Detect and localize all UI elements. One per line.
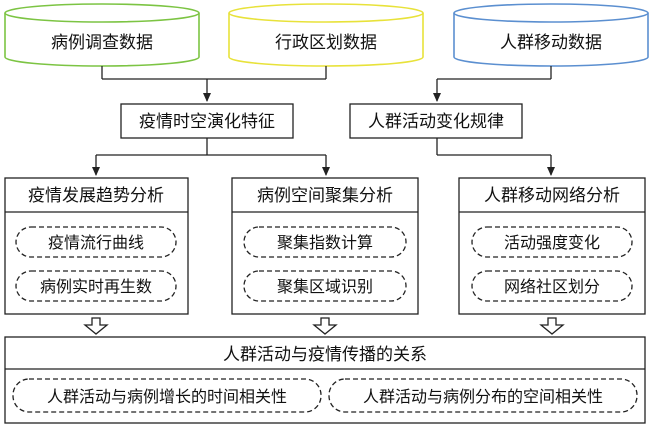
intermediate-connectors <box>92 138 555 176</box>
cluster-region-label: 聚集区域识别 <box>277 277 373 296</box>
mobility-cylinder-top <box>453 3 649 23</box>
cluster-analysis-panel: 病例空间聚集分析 聚集指数计算 聚集区域识别 <box>231 177 419 315</box>
spatial-correlation-label: 人群活动与病例分布的空间相关性 <box>363 387 603 406</box>
trend-item-pill <box>15 270 177 302</box>
hollow-arrow-trend <box>83 317 109 335</box>
case-cylinder-top <box>4 3 200 23</box>
case-data-source: 病例调查数据 <box>4 3 200 67</box>
cluster-item-pill <box>243 270 407 302</box>
reproduction-number-label: 病例实时再生数 <box>40 277 152 296</box>
relation-panel: 人群活动与疫情传播的关系 人群活动与病例增长的时间相关性 人群活动与病例分布的空… <box>4 336 646 424</box>
network-item-pill <box>471 226 633 258</box>
activity-pattern-label: 人群活动变化规律 <box>368 112 504 132</box>
trend-item-pill <box>15 226 177 258</box>
activity-intensity-label: 活动强度变化 <box>504 233 600 252</box>
mobility-data-source: 人群移动数据 <box>453 3 649 67</box>
hollow-arrow-cluster <box>312 317 338 335</box>
relation-item-pill <box>328 378 638 413</box>
source-connectors <box>101 66 552 102</box>
epidemic-curve-label: 疫情流行曲线 <box>48 233 144 252</box>
cluster-item-pill <box>243 226 407 258</box>
admin-data-source: 行政区划数据 <box>228 3 424 67</box>
hollow-arrow-network <box>539 317 565 335</box>
trend-analysis-title: 疫情发展趋势分析 <box>28 186 164 206</box>
network-item-pill <box>471 270 633 302</box>
activity-pattern-box: 人群活动变化规律 <box>349 103 523 139</box>
temporal-correlation-label: 人群活动与病例增长的时间相关性 <box>47 387 287 406</box>
network-analysis-title: 人群移动网络分析 <box>484 186 620 206</box>
spatiotemporal-feature-box: 疫情时空演化特征 <box>120 103 294 139</box>
cluster-index-label: 聚集指数计算 <box>277 233 373 252</box>
community-division-label: 网络社区划分 <box>504 277 600 296</box>
cluster-analysis-title: 病例空间聚集分析 <box>257 186 393 206</box>
admin-cylinder-top <box>228 3 424 23</box>
trend-analysis-panel: 疫情发展趋势分析 疫情流行曲线 病例实时再生数 <box>4 177 189 315</box>
admin-data-label: 行政区划数据 <box>275 33 377 53</box>
spatiotemporal-feature-label: 疫情时空演化特征 <box>139 112 275 132</box>
mobility-data-label: 人群移动数据 <box>500 33 602 53</box>
network-analysis-panel: 人群移动网络分析 活动强度变化 网络社区划分 <box>458 177 646 315</box>
case-data-label: 病例调查数据 <box>51 33 153 53</box>
hollow-arrows <box>83 317 565 335</box>
relation-item-pill <box>12 378 322 413</box>
relation-title: 人群活动与疫情传播的关系 <box>223 345 427 365</box>
